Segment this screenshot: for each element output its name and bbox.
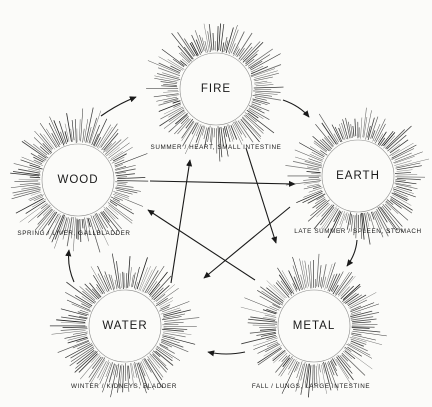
fire-caption: SUMMER / HEART, SMALL INTESTINE: [150, 144, 282, 151]
metal-sunburst: [240, 253, 387, 398]
wood-caption: SPRING / LIVER, GALLBLADDER: [17, 230, 131, 237]
earth-sunburst: [285, 107, 430, 245]
generating-arrow-fire-to-earth: [282, 99, 310, 118]
generating-arrow-water-to-wood: [65, 249, 75, 283]
earth-label: EARTH: [336, 170, 380, 182]
water-caption: WINTER / KIDNEYS, BLADDER: [71, 383, 177, 390]
controlling-arrow-water-to-fire: [170, 159, 193, 284]
controlling-arrow-earth-to-water: [203, 206, 291, 279]
water-sunburst: [49, 253, 200, 398]
earth-caption: LATE SUMMER / SPLEEN, STOMACH: [294, 228, 422, 235]
water-label: WATER: [102, 320, 148, 332]
metal-caption: FALL / LUNGS, LARGE INTESTINE: [251, 383, 371, 390]
generating-arrow-earth-to-metal: [346, 239, 358, 267]
wood-sunburst: [10, 107, 149, 253]
wood-label: WOOD: [57, 174, 99, 186]
controlling-arrow-wood-to-earth: [149, 180, 296, 187]
fire-sunburst: [146, 23, 284, 162]
controlling-arrow-metal-to-wood: [147, 209, 256, 281]
controlling-arrow-fire-to-metal: [245, 147, 278, 244]
generating-arrow-wood-to-fire: [100, 96, 137, 117]
fire-label: FIRE: [200, 83, 232, 95]
metal-label: METAL: [292, 320, 336, 332]
generating-arrow-metal-to-water: [207, 350, 246, 357]
